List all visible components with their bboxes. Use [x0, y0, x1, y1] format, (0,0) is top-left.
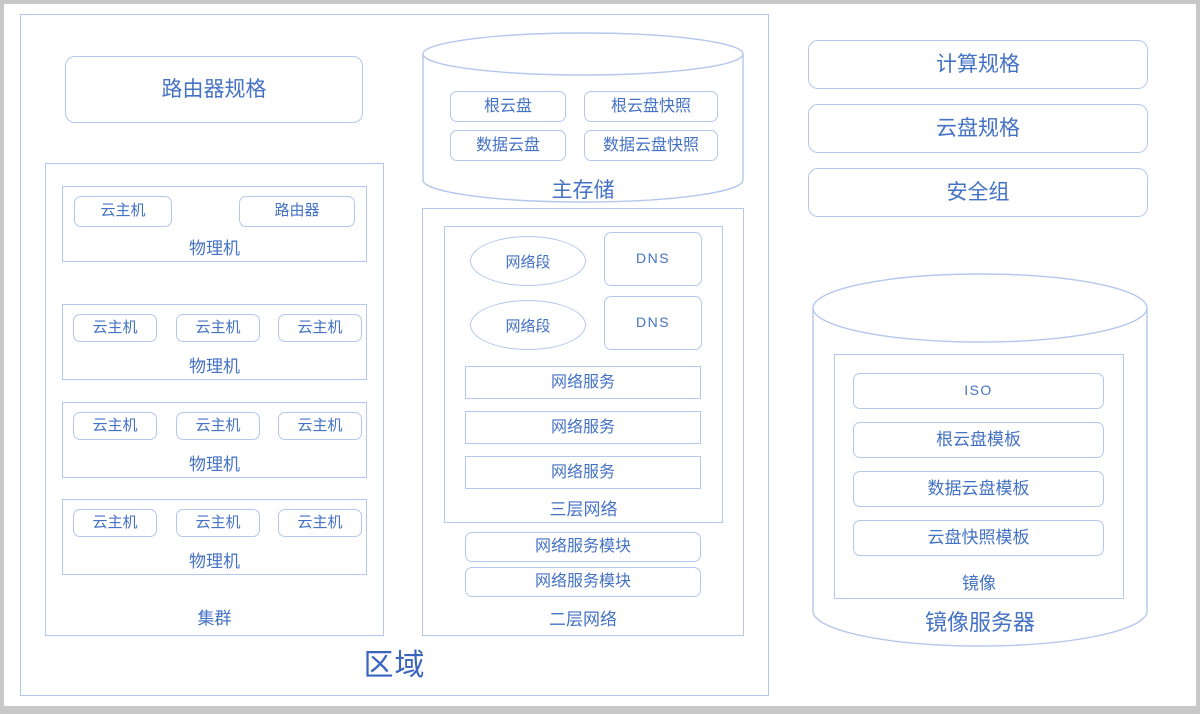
l2-network-label: 二层网络 — [549, 610, 617, 629]
vm-instance-label: 云主机 — [195, 513, 241, 531]
diagram-canvas: 区域 路由器规格 集群 物理机 云主机 路由器 物理机 云主机 云主机 云主机 … — [4, 4, 1196, 706]
physical-host-3-label: 物理机 — [189, 455, 240, 474]
compute-offering-box[interactable]: 计算规格 — [808, 40, 1148, 89]
vm-instance[interactable]: 云主机 — [73, 314, 157, 342]
image-group-container: 镜像 — [834, 354, 1124, 599]
vm-instance-label: 云主机 — [297, 416, 343, 434]
root-volume-label: 根云盘 — [483, 97, 532, 115]
vm-instance-label: 云主机 — [195, 416, 241, 434]
network-service-2[interactable]: 网络服务 — [465, 411, 701, 444]
vm-instance-label: 云主机 — [92, 416, 138, 434]
vm-instance-label: 云主机 — [297, 513, 343, 531]
vm-instance[interactable]: 云主机 — [73, 412, 157, 440]
zone-container — [20, 14, 769, 696]
network-service-module-label: 网络服务模块 — [534, 573, 631, 591]
network-segment-2[interactable]: 网络段 — [470, 300, 586, 350]
l3-network-container: 三层网络 — [444, 226, 723, 523]
physical-host-1-label: 物理机 — [189, 239, 240, 258]
data-volume-label: 数据云盘 — [475, 136, 540, 154]
root-volume-template-box[interactable]: 根云盘模板 — [853, 422, 1104, 458]
data-volume-snapshot-label: 数据云盘快照 — [602, 136, 699, 154]
physical-host-2: 物理机 — [62, 304, 367, 380]
image-group-label: 镜像 — [962, 574, 996, 593]
security-group-box[interactable]: 安全组 — [808, 168, 1148, 217]
physical-host-4-label: 物理机 — [189, 552, 240, 571]
router-offering-box[interactable]: 路由器规格 — [65, 56, 363, 123]
security-group-label: 安全组 — [946, 180, 1010, 204]
volume-snapshot-template-box[interactable]: 云盘快照模板 — [853, 520, 1104, 556]
physical-host-4: 物理机 — [62, 499, 367, 575]
vm-instance[interactable]: 云主机 — [278, 412, 362, 440]
disk-offering-label: 云盘规格 — [936, 116, 1020, 140]
dns-label: DNS — [635, 314, 671, 331]
root-volume-template-label: 根云盘模板 — [936, 429, 1021, 449]
cluster-label: 集群 — [197, 609, 232, 628]
vm-instance-label: 云主机 — [92, 318, 138, 336]
virtual-router-label: 路由器 — [274, 202, 320, 220]
network-service-module-label: 网络服务模块 — [534, 538, 631, 556]
vm-instance-label: 云主机 — [92, 513, 138, 531]
vm-instance[interactable]: 云主机 — [74, 196, 172, 227]
volume-snapshot-template-label: 云盘快照模板 — [927, 527, 1030, 547]
dns-box-2[interactable]: DNS — [604, 296, 702, 350]
physical-host-3: 物理机 — [62, 402, 367, 478]
root-volume-snapshot-box[interactable]: 根云盘快照 — [584, 91, 718, 122]
vm-instance[interactable]: 云主机 — [176, 412, 260, 440]
iso-box[interactable]: ISO — [853, 373, 1104, 409]
vm-instance[interactable]: 云主机 — [278, 509, 362, 537]
network-service-3[interactable]: 网络服务 — [465, 456, 701, 489]
network-service-module-1[interactable]: 网络服务模块 — [465, 532, 701, 562]
root-volume-box[interactable]: 根云盘 — [450, 91, 566, 122]
iso-label: ISO — [964, 382, 993, 399]
network-service-1[interactable]: 网络服务 — [465, 366, 701, 399]
network-service-module-2[interactable]: 网络服务模块 — [465, 567, 701, 597]
network-service-label: 网络服务 — [550, 373, 615, 391]
physical-host-2-label: 物理机 — [189, 357, 240, 376]
data-volume-template-box[interactable]: 数据云盘模板 — [853, 471, 1104, 507]
vm-instance[interactable]: 云主机 — [176, 314, 260, 342]
network-segment-1[interactable]: 网络段 — [470, 236, 586, 286]
network-segment-label: 网络段 — [505, 317, 551, 335]
network-segment-label: 网络段 — [505, 253, 551, 271]
vm-instance[interactable]: 云主机 — [278, 314, 362, 342]
network-service-label: 网络服务 — [550, 418, 615, 436]
root-volume-snapshot-label: 根云盘快照 — [610, 97, 691, 115]
vm-instance[interactable]: 云主机 — [73, 509, 157, 537]
vm-instance-label: 云主机 — [100, 202, 146, 220]
vm-instance-label: 云主机 — [195, 318, 241, 336]
data-volume-box[interactable]: 数据云盘 — [450, 130, 566, 161]
virtual-router[interactable]: 路由器 — [239, 196, 355, 227]
dns-box-1[interactable]: DNS — [604, 232, 702, 286]
disk-offering-box[interactable]: 云盘规格 — [808, 104, 1148, 153]
l2-network-container: 二层网络 — [422, 208, 744, 636]
primary-storage-label: 主存储 — [551, 179, 615, 202]
data-volume-snapshot-box[interactable]: 数据云盘快照 — [584, 130, 718, 161]
zone-label: 区域 — [363, 649, 426, 682]
vm-instance[interactable]: 云主机 — [176, 509, 260, 537]
compute-offering-label: 计算规格 — [936, 52, 1020, 76]
physical-host-1: 物理机 — [62, 186, 367, 262]
network-service-label: 网络服务 — [550, 463, 615, 481]
dns-label: DNS — [635, 250, 671, 267]
data-volume-template-label: 数据云盘模板 — [927, 478, 1030, 498]
vm-instance-label: 云主机 — [297, 318, 343, 336]
l3-network-label: 三层网络 — [549, 500, 618, 519]
router-offering-label: 路由器规格 — [161, 77, 267, 101]
image-server-label: 镜像服务器 — [924, 610, 1035, 635]
cluster-container: 集群 — [45, 163, 384, 636]
